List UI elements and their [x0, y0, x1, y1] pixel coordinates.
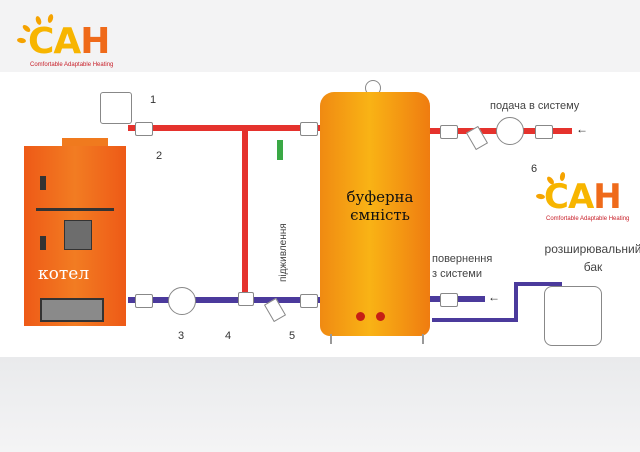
- makeup-pipe: [277, 140, 283, 160]
- return-label: з системи: [432, 268, 482, 280]
- valve: [300, 294, 318, 308]
- logo-letters: CA: [28, 21, 81, 62]
- valve: [535, 125, 553, 139]
- valve: [300, 122, 318, 136]
- expansion-label: бак: [583, 260, 603, 274]
- logo: CAH Comfortable Adaptable Heating: [14, 13, 124, 70]
- return-pipe: [128, 297, 322, 303]
- valve: [440, 125, 458, 139]
- boiler-top: [62, 138, 108, 148]
- boiler-window: [64, 220, 92, 250]
- tank-port: [356, 312, 365, 321]
- tank-label: ємність: [350, 206, 410, 224]
- tank-label: буферна: [346, 188, 414, 206]
- valve: [440, 293, 458, 307]
- arrow-icon: ←: [488, 290, 500, 304]
- flame-icon: [16, 37, 27, 44]
- expansion-label: розширювальний: [544, 242, 640, 256]
- valve: [238, 292, 254, 306]
- tank-port: [376, 312, 385, 321]
- callout-5: 5: [289, 330, 296, 342]
- logo-letters: H: [593, 177, 621, 217]
- expansion-pipe: [514, 282, 518, 322]
- boiler-ash-door: [40, 298, 104, 322]
- valve: [135, 122, 153, 136]
- expansion-tank: [544, 286, 602, 346]
- pump-icon: [496, 117, 524, 145]
- callout-4: 4: [225, 330, 232, 342]
- logo-tagline: Comfortable Adaptable Heating: [30, 62, 114, 68]
- logo: CAH Comfortable Adaptable Heating: [534, 171, 640, 228]
- arrow-icon: ←: [576, 122, 588, 136]
- expansion-pipe: [432, 318, 518, 322]
- boiler-label: котел: [38, 264, 90, 284]
- valve: [135, 294, 153, 308]
- callout-6: 6: [531, 163, 538, 175]
- pump-icon: [168, 287, 196, 315]
- boiler: котел: [24, 146, 126, 326]
- boiler-door-line: [36, 208, 114, 211]
- return-label: повернення: [432, 253, 493, 265]
- supply-label: подача в систему: [490, 100, 580, 112]
- boiler-hinge: [40, 176, 46, 190]
- callout-3: 3: [178, 330, 185, 342]
- header-band: [0, 0, 640, 72]
- tank-legs: [330, 334, 424, 344]
- footer-band: [0, 357, 640, 452]
- boiler-hinge: [40, 236, 46, 250]
- logo-letters: H: [80, 21, 110, 62]
- expansion-pipe: [514, 282, 562, 286]
- callout-2: 2: [156, 150, 163, 162]
- safety-group-icon: [100, 92, 132, 124]
- buffer-tank: буферна ємність: [320, 92, 430, 336]
- supply-pipe: [128, 125, 322, 131]
- callout-1: 1: [150, 94, 157, 106]
- bypass-pipe: [242, 125, 248, 303]
- makeup-label: підживлення: [278, 223, 289, 282]
- logo-tagline: Comfortable Adaptable Heating: [546, 216, 630, 222]
- logo-letters: CA: [544, 177, 594, 217]
